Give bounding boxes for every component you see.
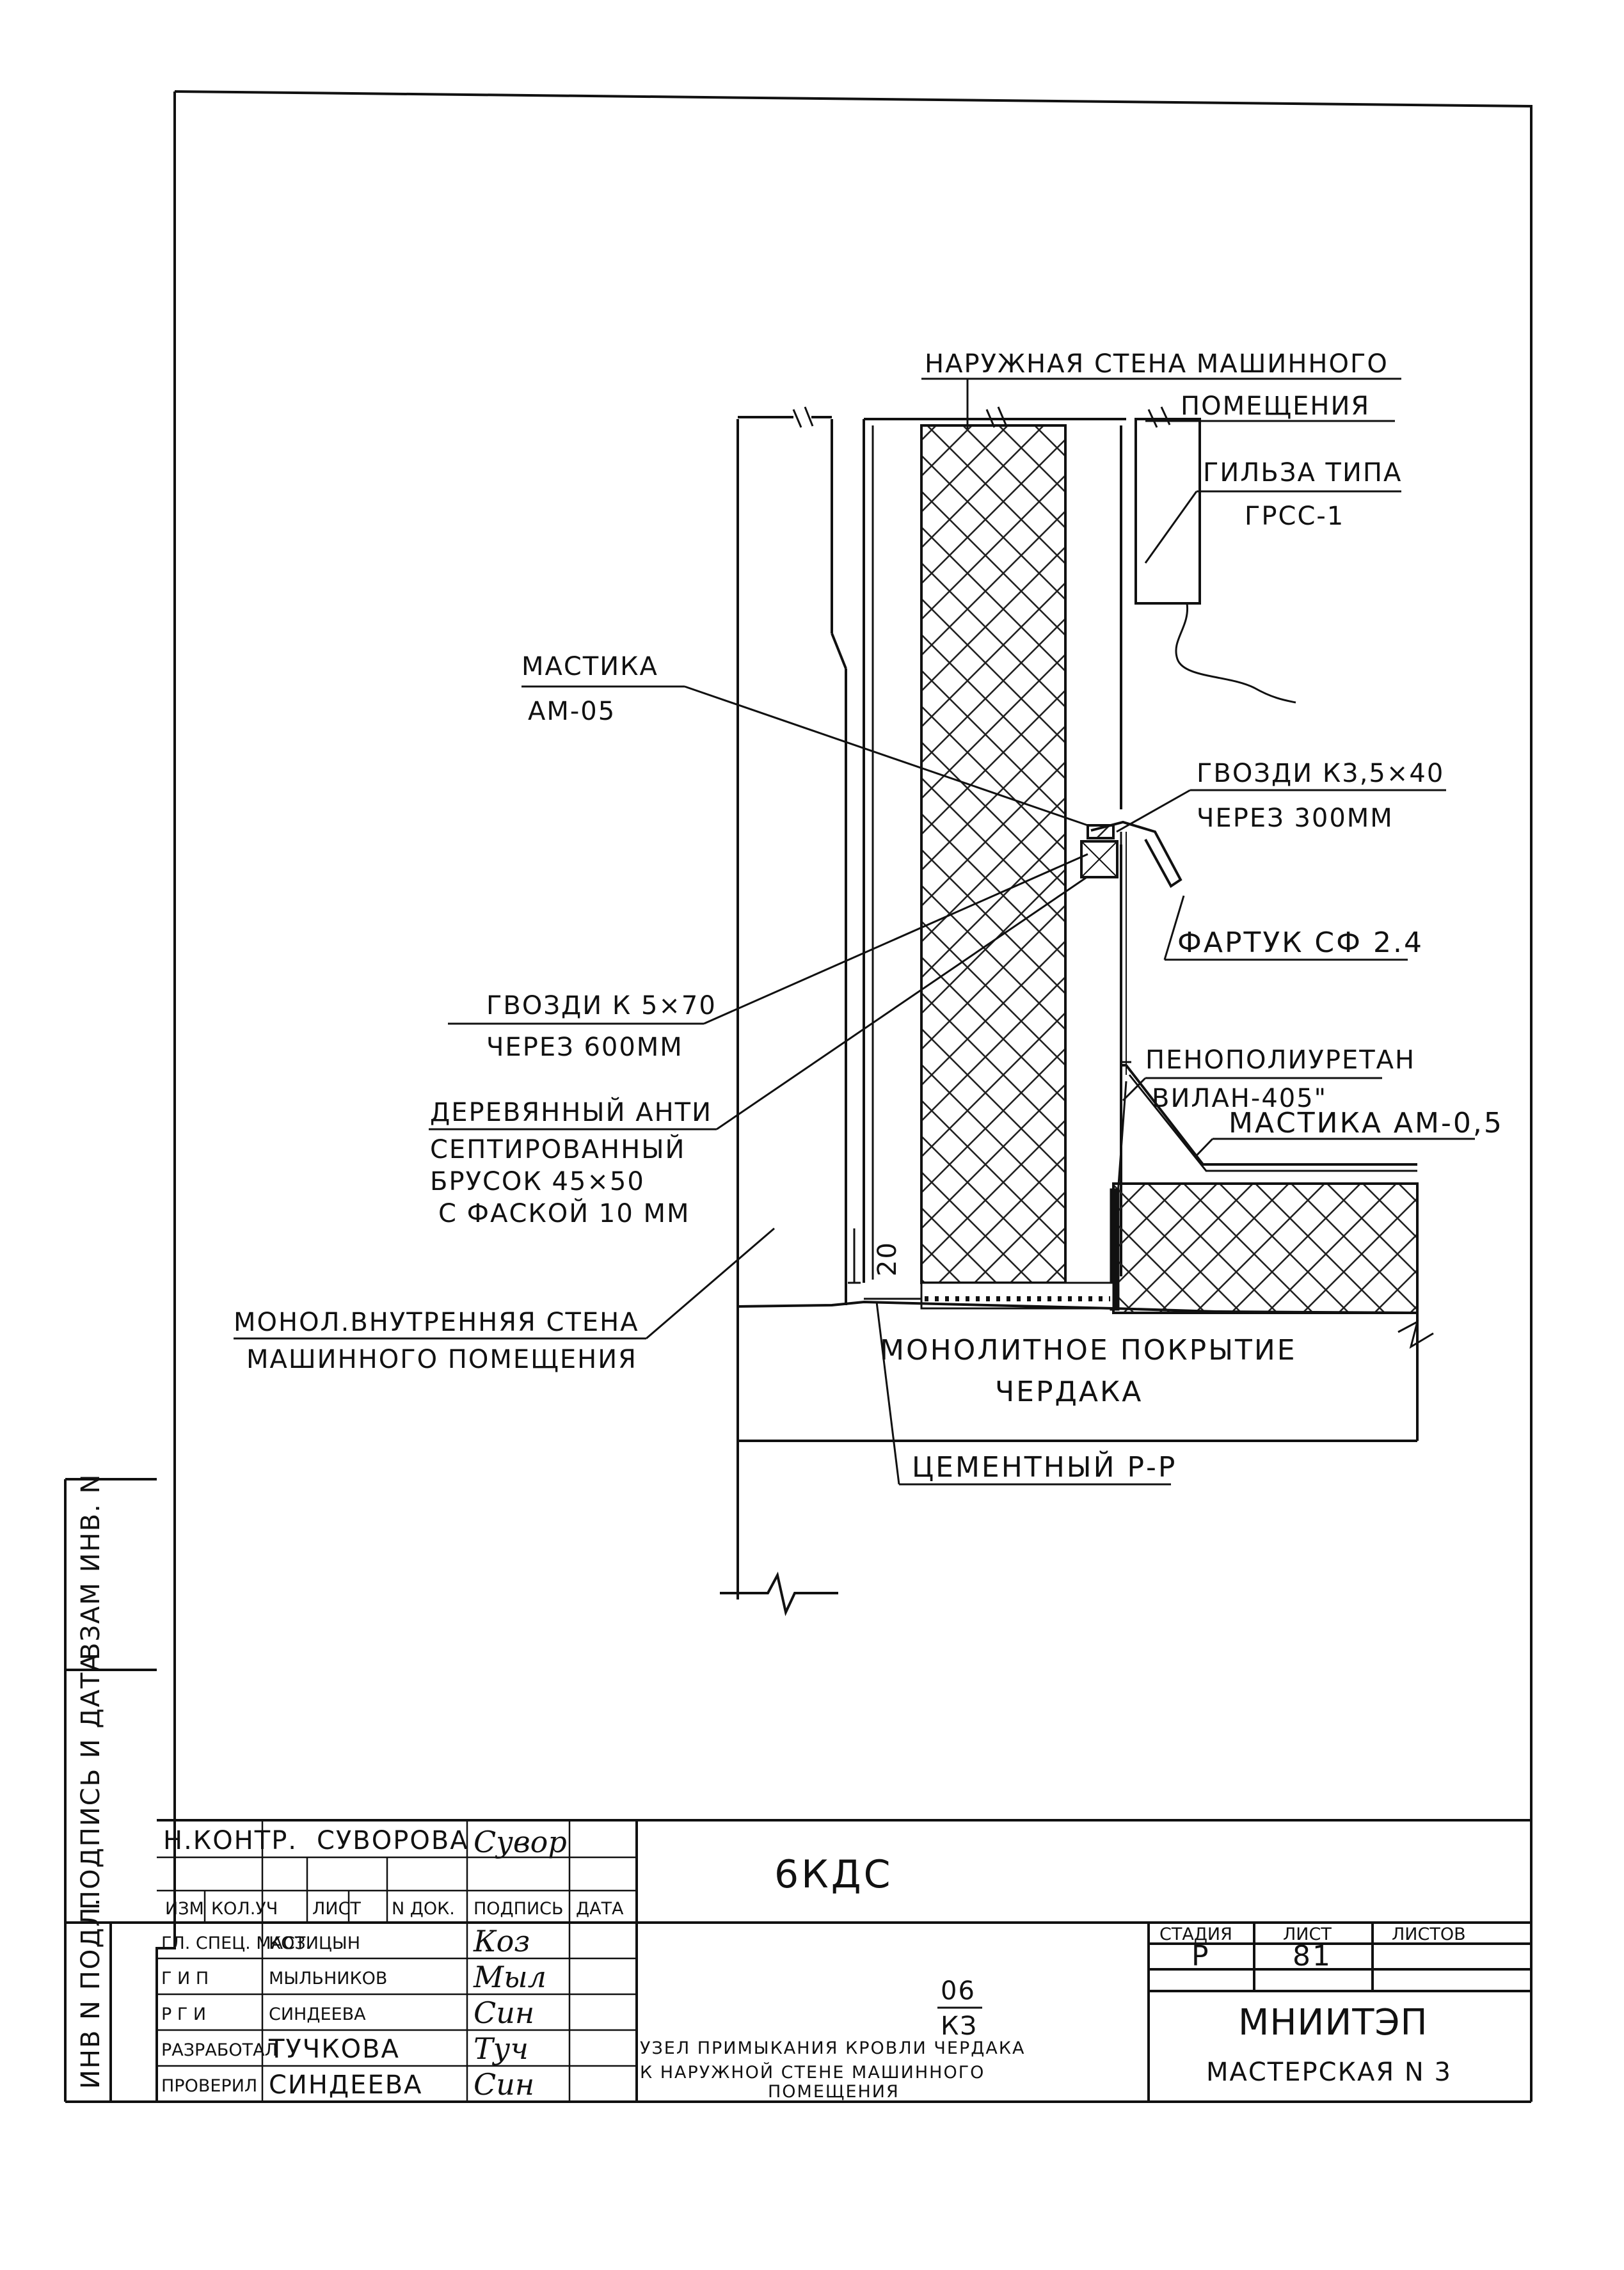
outer-wall — [863, 406, 1126, 1284]
staff-signature: Син — [474, 1996, 534, 2030]
callout-nails-apron-2: ЧЕРЕЗ 300ММ — [1197, 804, 1394, 833]
staff-role: Г И П — [161, 1969, 209, 1988]
callout-wood-bar-3: БРУСОК 45×50 — [430, 1167, 645, 1196]
stamp-original-inv: ИНВ N ПОДЛ. — [76, 1897, 106, 2089]
sheet-value: 81 — [1293, 1940, 1332, 1972]
roof-insulation — [1112, 1182, 1419, 1314]
staff-role: Р Г И — [161, 2004, 206, 2024]
norm-control-name: СУВОРОВА — [317, 1826, 469, 1855]
callout-nails-bar-2: ЧЕРЕЗ 600ММ — [486, 1033, 683, 1062]
staff-name: КОЗИЦЫН — [269, 1933, 360, 1953]
callout-inner-wall-2: МАШИННОГО ПОМЕЩЕНИЯ — [246, 1345, 637, 1374]
callout-mastic-top-1: МАСТИКА — [521, 652, 658, 681]
callout-wood-bar-2: СЕПТИРОВАННЫЙ — [430, 1134, 685, 1164]
staff-name: СИНДЕЕВА — [269, 2070, 423, 2100]
inner-wall — [720, 406, 847, 1617]
dimension-mark — [848, 1228, 861, 1284]
section-detail — [720, 406, 1434, 1617]
sheet-title-line-2: К НАРУЖНОЙ СТЕНЕ МАШИННОГО — [640, 2062, 985, 2083]
staff-role: ГЛ. СПЕЦ. МАСТ. — [161, 1933, 311, 1953]
sheets-header: ЛИСТОВ — [1392, 1925, 1466, 1944]
staff-signature: Туч — [474, 2031, 529, 2066]
staff-name: СИНДЕЕВА — [269, 2004, 366, 2024]
callout-slab-2: ЧЕРДАКА — [995, 1376, 1143, 1408]
header-change: ИЗМ — [165, 1899, 204, 1919]
callout-apron: ФАРТУК СФ 2.4 — [1177, 926, 1424, 959]
callout-nails-bar-1: ГВОЗДИ К 5×70 — [486, 991, 717, 1020]
callout-foam-2: ВИЛАН-405" — [1152, 1084, 1327, 1113]
workshop-name: МАСТЕРСКАЯ N 3 — [1206, 2058, 1452, 2087]
header-date: ДАТА — [576, 1899, 624, 1919]
organization-name: МНИИТЭП — [1238, 2002, 1428, 2044]
leader-lines — [234, 377, 1475, 1486]
callout-nails-apron-1: ГВОЗДИ К3,5×40 — [1197, 759, 1444, 788]
staff-rows: ГЛ. СПЕЦ. МАСТ. КОЗИЦЫН Коз Г И П МЫЛЬНИ… — [161, 1924, 546, 2102]
callout-sleeve-2: ГРСС-1 — [1245, 502, 1344, 531]
dimension-label: 20 — [873, 1241, 902, 1276]
sleeve-grss — [1134, 406, 1296, 704]
wood-bar — [1080, 824, 1118, 878]
header-sheet: ЛИСТ — [312, 1899, 361, 1919]
title-block-grid — [157, 1819, 1531, 2102]
staff-role: ПРОВЕРИЛ — [161, 2076, 257, 2096]
stage-header: СТАДИЯ — [1159, 1925, 1232, 1944]
sheet-code-top: 06 — [941, 1976, 976, 2006]
staff-name: МЫЛЬНИКОВ — [269, 1969, 387, 1988]
monolithic-slab — [737, 1300, 1434, 1442]
stamp-signature-date: ПОДПИСЬ И ДАТА — [76, 1653, 106, 1910]
title-block-header-row: ИЗМ КОЛ.УЧ ЛИСТ N ДОК. ПОДПИСЬ ДАТА — [165, 1899, 624, 1919]
project-code: 6КДС — [774, 1852, 893, 1897]
thickened-edge — [1110, 1188, 1120, 1311]
sheet-title-line-3: ПОМЕЩЕНИЯ — [768, 2082, 900, 2102]
sheet-header: ЛИСТ — [1283, 1925, 1332, 1944]
callout-wood-bar-1: ДЕРЕВЯННЫЙ АНТИ — [430, 1097, 712, 1127]
sheet-frame — [64, 90, 1532, 2103]
staff-signature: Коз — [473, 1924, 530, 1958]
callout-outer-wall-2: ПОМЕЩЕНИЯ — [1181, 392, 1370, 421]
staff-role: РАЗРАБОТАЛ — [161, 2040, 278, 2060]
header-signature: ПОДПИСЬ — [474, 1899, 564, 1919]
callout-slab-1: МОНОЛИТНОЕ ПОКРЫТИЕ — [880, 1334, 1297, 1367]
callout-mastic-top-2: АМ-05 — [528, 697, 616, 726]
staff-signature: Мыл — [473, 1960, 546, 1994]
sheet-title-line-1: УЗЕЛ ПРИМЫКАНИЯ КРОВЛИ ЧЕРДАКА — [640, 2038, 1025, 2058]
callout-cement: ЦЕМЕНТНЫЙ Р-Р — [912, 1450, 1177, 1484]
stage-value: Р — [1191, 1940, 1211, 1972]
stamp-replacement-inv: ВЗАМ ИНВ. N — [76, 1473, 106, 1660]
callout-sleeve-1: ГИЛЬЗА ТИПА — [1203, 458, 1402, 488]
insulation-layer — [920, 424, 1067, 1284]
norm-control-signature: Сувор — [474, 1825, 567, 1859]
header-count: КОЛ.УЧ — [211, 1899, 278, 1919]
callout-outer-wall-1: НАРУЖНАЯ СТЕНА МАШИННОГО — [925, 349, 1389, 379]
staff-name: ТУЧКОВА — [268, 2035, 400, 2064]
staff-signature: Син — [474, 2067, 534, 2102]
callout-foam-1: ПЕНОПОЛИУРЕТАН — [1145, 1045, 1415, 1075]
callout-mastic-roof: МАСТИКА АМ-0,5 — [1229, 1107, 1504, 1139]
header-doc: N ДОК. — [392, 1899, 455, 1919]
callout-wood-bar-4: С ФАСКОЙ 10 ММ — [438, 1198, 690, 1228]
sheet-code-bottom: КЗ — [941, 2012, 978, 2041]
apron-sf24 — [1090, 820, 1182, 1075]
callout-inner-wall-1: МОНОЛ.ВНУТРЕННЯЯ СТЕНА — [234, 1308, 639, 1337]
norm-control-role: Н.КОНТР. — [163, 1826, 298, 1855]
